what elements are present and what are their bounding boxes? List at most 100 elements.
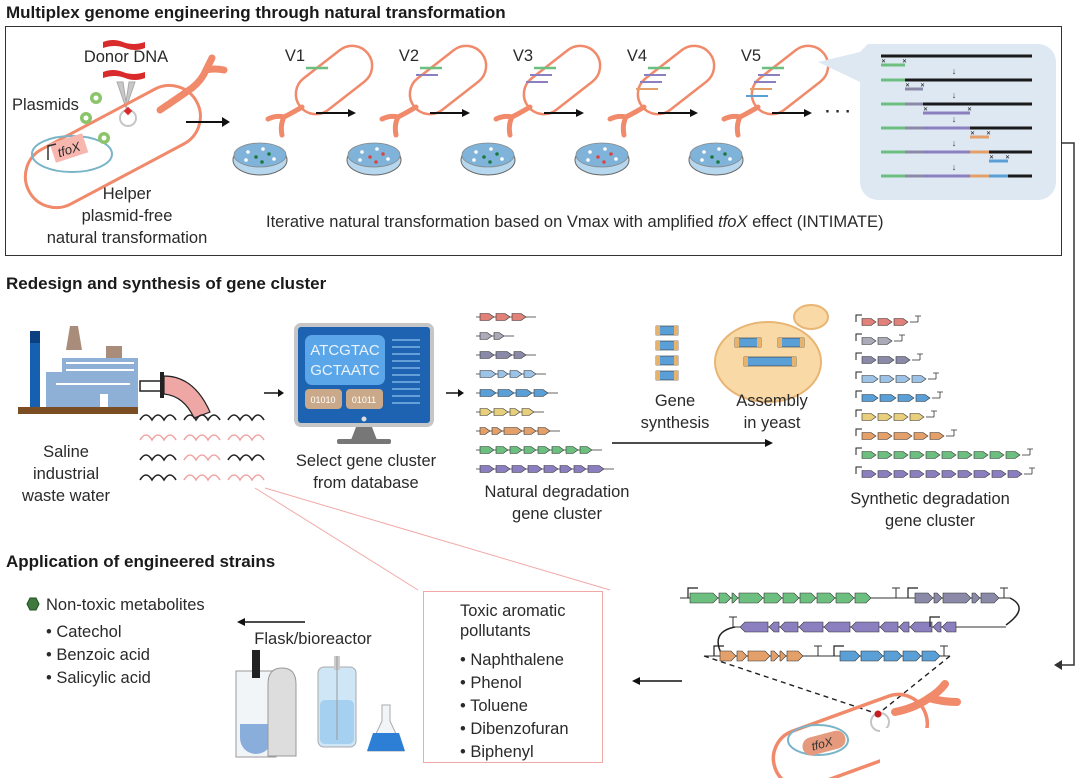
crossover-mark: ✕	[905, 83, 910, 89]
gene-arrow	[495, 465, 511, 473]
arrow-head	[690, 109, 698, 117]
terminator-icon	[814, 645, 822, 656]
gene-arrow	[523, 427, 537, 435]
wave	[227, 474, 265, 482]
colony	[474, 150, 478, 154]
bioreactor-icon	[235, 650, 297, 758]
helper-caption-line: Helper	[102, 185, 152, 203]
caption-line: Synthetic degradation	[850, 490, 1010, 508]
version-label-v1: V1	[284, 47, 306, 65]
gene-arrow	[861, 451, 877, 459]
gene-arrow	[879, 394, 897, 402]
gene-arrow	[909, 413, 925, 421]
gene-arrow	[893, 451, 909, 459]
list-item: Biphenyl	[460, 741, 569, 764]
flagellum-icon	[265, 104, 305, 138]
gene-arrow	[879, 375, 895, 383]
gene-arrow	[768, 621, 780, 633]
homology-arm	[674, 326, 678, 335]
gene-arrow	[527, 465, 543, 473]
promoter-icon	[929, 616, 940, 627]
colony	[717, 147, 721, 151]
toxic-pollutants-box: Toxic aromatic pollutants Naphthalene Ph…	[423, 591, 603, 763]
plasmid-icons	[80, 92, 110, 144]
gene-arrow	[738, 592, 764, 604]
genome-construct	[680, 587, 1020, 662]
petri-medium	[689, 142, 743, 168]
gene-arrow	[799, 592, 817, 604]
synthetic-gene-clusters	[855, 314, 1035, 478]
heading-line: Toxic aromatic	[460, 602, 566, 620]
wave	[183, 434, 221, 442]
caption-line: from database	[313, 474, 419, 492]
colony	[368, 155, 372, 159]
flagellum-icon	[379, 104, 419, 138]
flagellum-icon	[721, 104, 761, 138]
flagellum-icon	[891, 680, 961, 716]
gene-arrow	[798, 621, 824, 633]
version-label-v5: V5	[740, 47, 762, 65]
gene-arrow	[513, 351, 527, 359]
petri-medium	[347, 142, 401, 168]
gene-arrow	[911, 375, 927, 383]
down-arrow-icon: ↓	[952, 66, 957, 76]
recombination-steps: ✕✕↓✕✕↓✕✕↓✕✕↓✕✕↓	[881, 54, 1032, 178]
colony	[495, 152, 499, 156]
list-item: Salicylic acid	[46, 667, 150, 690]
homology-arm	[656, 371, 660, 380]
homology-arm	[735, 338, 739, 347]
wastewater-caption: Saline industrial waste water	[4, 441, 128, 507]
arrow-head	[348, 109, 356, 117]
gene-arrow	[915, 394, 931, 402]
gene-arrow	[479, 313, 495, 321]
caption-text: Iterative natural transformation based o…	[266, 213, 719, 231]
colony	[500, 157, 504, 161]
homology-arm	[800, 338, 804, 347]
version-label-v2: V2	[398, 47, 420, 65]
gene-arrow	[895, 375, 911, 383]
recombination-row: ✕✕↓	[881, 126, 1032, 148]
wave	[183, 474, 221, 482]
gene-arrow	[739, 621, 769, 633]
synthetic-cluster-row	[855, 371, 939, 383]
gene-arrow	[933, 592, 943, 604]
natural-cluster-row	[476, 408, 544, 416]
homology-arm	[778, 338, 782, 347]
colony	[728, 157, 732, 161]
gene-synthesis-blocks	[655, 325, 679, 381]
tfox-gene-box	[802, 730, 846, 756]
natural-cluster-row	[476, 389, 558, 397]
wave	[139, 434, 177, 442]
homology-arm	[656, 326, 660, 335]
terminator-icon	[892, 587, 900, 598]
assembly-caption: Assembly in yeast	[722, 390, 822, 434]
gene-arrow	[497, 370, 509, 378]
synthetic-cluster-caption: Synthetic degradation gene cluster	[825, 488, 1035, 532]
gene-arrow	[495, 313, 511, 321]
homology-arm	[757, 338, 761, 347]
promoter-icon	[855, 314, 862, 322]
gene-arrow	[511, 313, 527, 321]
donor-dna-label: Donor DNA	[83, 48, 169, 66]
promoter-icon	[855, 333, 862, 341]
colony	[374, 160, 378, 164]
colony	[246, 150, 250, 154]
gene-arrow	[515, 389, 533, 397]
gene-arrow	[883, 650, 903, 662]
version-bacterium-v4	[574, 44, 716, 176]
wave	[227, 434, 265, 442]
wave	[227, 454, 265, 462]
gene-arrow	[523, 446, 537, 454]
gene-arrow	[877, 413, 893, 421]
natural-cluster-row	[476, 370, 546, 378]
recombination-row: ✕✕↓	[881, 150, 1032, 172]
erlenmeyer-flask-icon	[367, 704, 405, 752]
gene-arrow	[973, 451, 989, 459]
promoter-icon	[833, 645, 844, 656]
plasmid-ring-icon	[787, 724, 849, 756]
factory-icon	[18, 326, 138, 414]
down-arrow-icon: ↓	[952, 138, 957, 148]
gene-arrow	[747, 650, 771, 662]
synthetic-cluster-row	[855, 466, 1035, 478]
gene-arrow	[957, 470, 973, 478]
